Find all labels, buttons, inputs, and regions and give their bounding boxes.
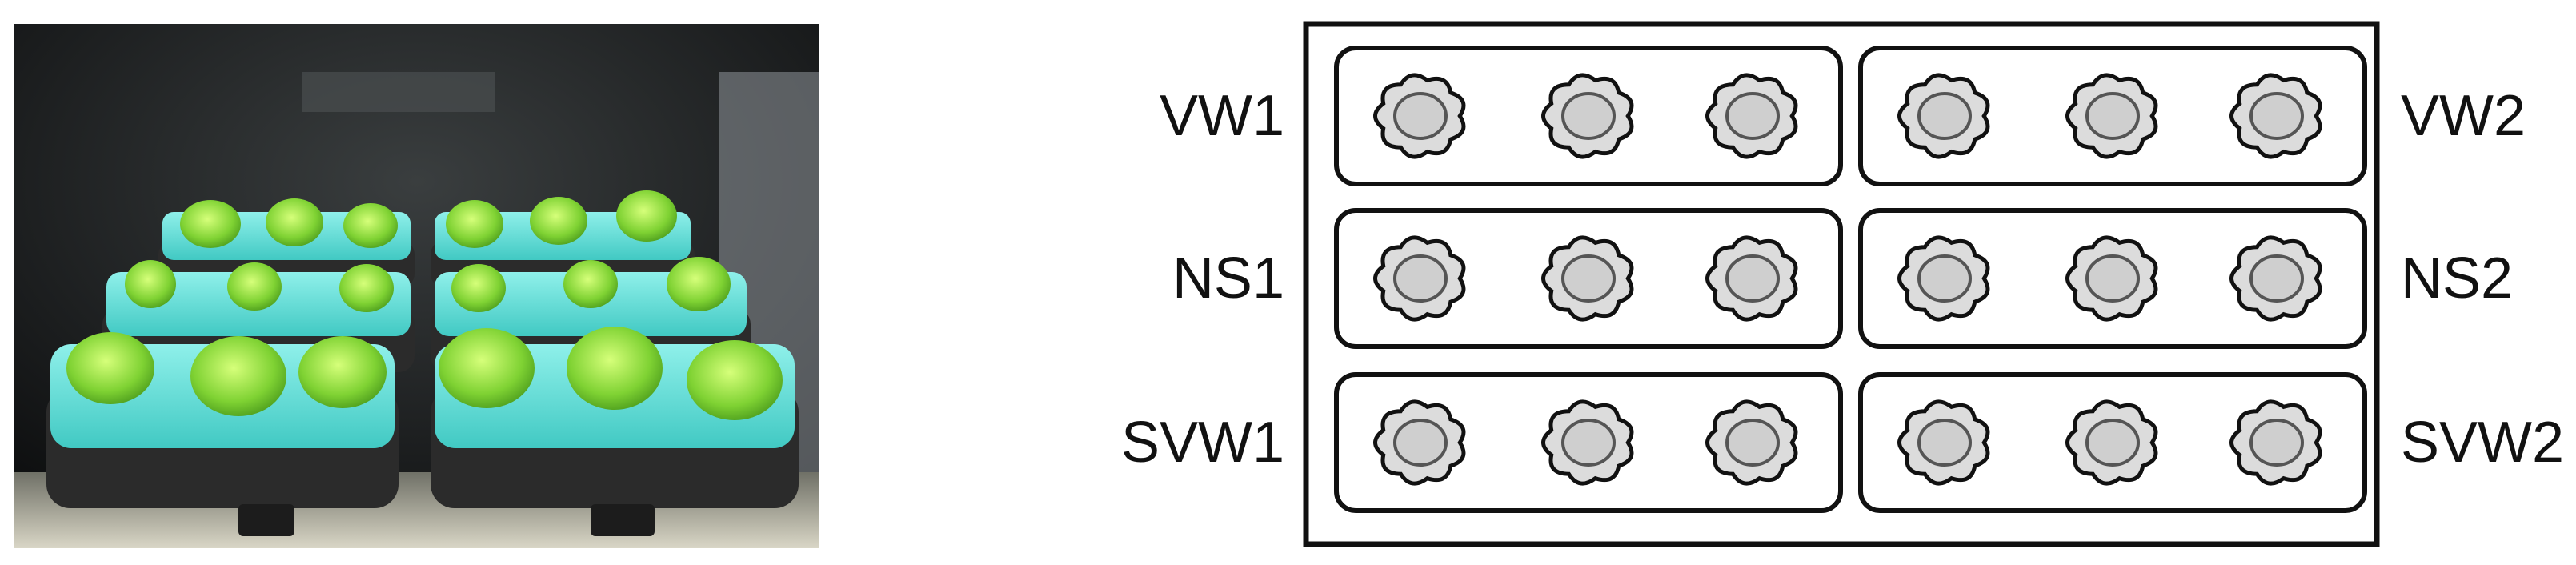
hydroponic-photo bbox=[14, 24, 819, 548]
photo-illustration bbox=[14, 24, 819, 548]
lettuce-plant-icon bbox=[1705, 399, 1798, 486]
lettuce-plant-icon bbox=[2065, 235, 2158, 322]
lettuce-plant-icon bbox=[1373, 399, 1466, 486]
row-label-right: SVW2 bbox=[2401, 411, 2564, 475]
row-label-right: VW2 bbox=[2401, 84, 2526, 148]
lettuce-plant-icon bbox=[1897, 73, 1990, 159]
lettuce-plant-icon bbox=[2229, 235, 2322, 322]
lettuce-plant-icon bbox=[1897, 399, 1990, 486]
lettuce-plant-icon bbox=[2065, 399, 2158, 486]
lettuce-plant-icon bbox=[1373, 235, 1466, 322]
lettuce-plant-icon bbox=[1373, 73, 1466, 159]
lettuce-plant-icon bbox=[1705, 235, 1798, 322]
row-label-right: NS2 bbox=[2401, 246, 2513, 311]
lettuce-plant-icon bbox=[2229, 73, 2322, 159]
row-label-left: NS1 bbox=[1172, 246, 1284, 311]
lettuce-plant-icon bbox=[2229, 399, 2322, 486]
lettuce-plant-icon bbox=[1541, 235, 1634, 322]
lettuce-plant-icon bbox=[1541, 399, 1634, 486]
lettuce-plant-icon bbox=[1897, 235, 1990, 322]
row-label-left: SVW1 bbox=[1121, 411, 1284, 475]
lettuce-plant-icon bbox=[1541, 73, 1634, 159]
row-label-left: VW1 bbox=[1160, 84, 1284, 148]
lettuce-plant-icon bbox=[1705, 73, 1798, 159]
lettuce-plant-icon bbox=[2065, 73, 2158, 159]
